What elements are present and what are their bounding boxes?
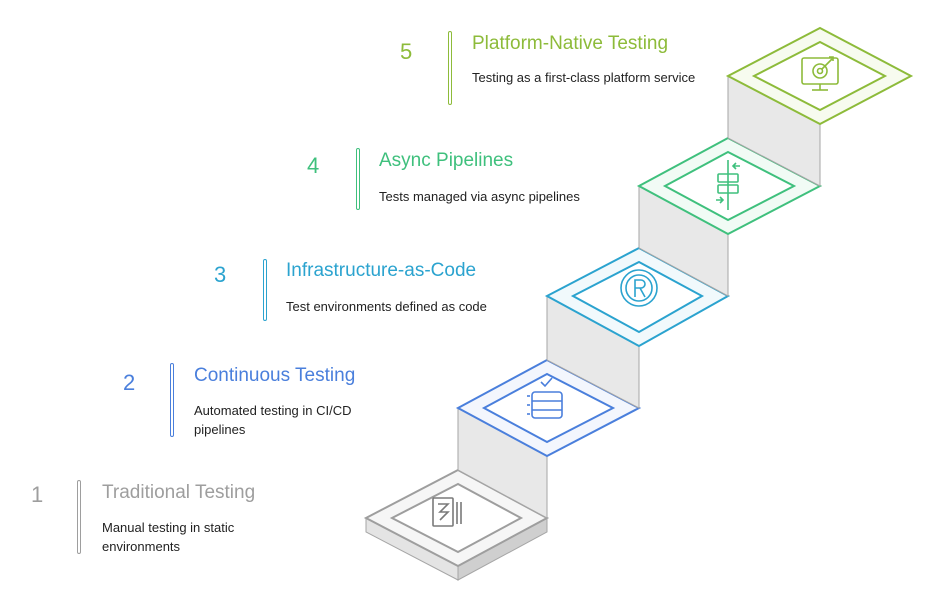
step-1-bar <box>77 480 81 554</box>
step-2-description: Automated testing in CI/CD pipelines <box>194 403 352 437</box>
step-2-bar <box>170 363 174 437</box>
step-1-description: Manual testing in static environments <box>102 520 235 554</box>
step-5-number: 5 <box>400 39 413 64</box>
step-3-bar <box>263 259 267 321</box>
document-icon <box>432 497 462 527</box>
step-3-title: Infrastructure-as-Code <box>286 260 477 281</box>
server-check-icon <box>527 377 563 419</box>
step-5-title: Platform-Native Testing <box>472 33 669 54</box>
step-1-number: 1 <box>31 482 44 507</box>
step-4-bar <box>356 148 360 210</box>
step-4-description: Tests managed via async pipelines <box>379 189 580 204</box>
step-2-number: 2 <box>123 370 136 395</box>
align-arrows-icon <box>716 160 740 210</box>
step-5-block <box>725 26 914 126</box>
step-4-number: 4 <box>307 153 320 178</box>
step-5-description: Testing as a first-class platform servic… <box>472 70 696 85</box>
step-2-title: Continuous Testing <box>194 365 356 386</box>
step-1-title: Traditional Testing <box>102 482 256 503</box>
step-3-number: 3 <box>214 262 227 287</box>
monitor-target-icon <box>801 56 839 91</box>
step-3-description: Test environments defined as code <box>286 299 487 314</box>
gear-r-icon <box>620 269 658 307</box>
step-3-block <box>544 246 731 348</box>
step-4-title: Async Pipelines <box>379 150 514 171</box>
step-5-bar <box>448 31 452 105</box>
